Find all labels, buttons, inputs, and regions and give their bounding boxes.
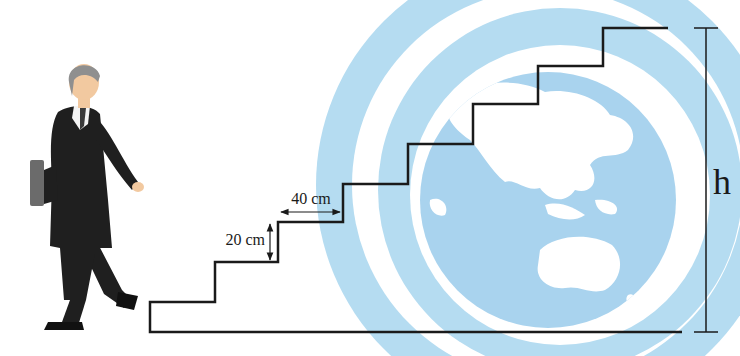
total-height-label: h — [713, 164, 731, 200]
height-dimension: 20 cm — [225, 232, 265, 248]
globe-background — [316, 0, 740, 356]
width-arrow — [281, 211, 340, 212]
staircase — [150, 28, 682, 332]
height-arrow — [269, 224, 270, 260]
width-dimension: 40 cm — [291, 191, 331, 207]
walking-man — [30, 64, 144, 330]
